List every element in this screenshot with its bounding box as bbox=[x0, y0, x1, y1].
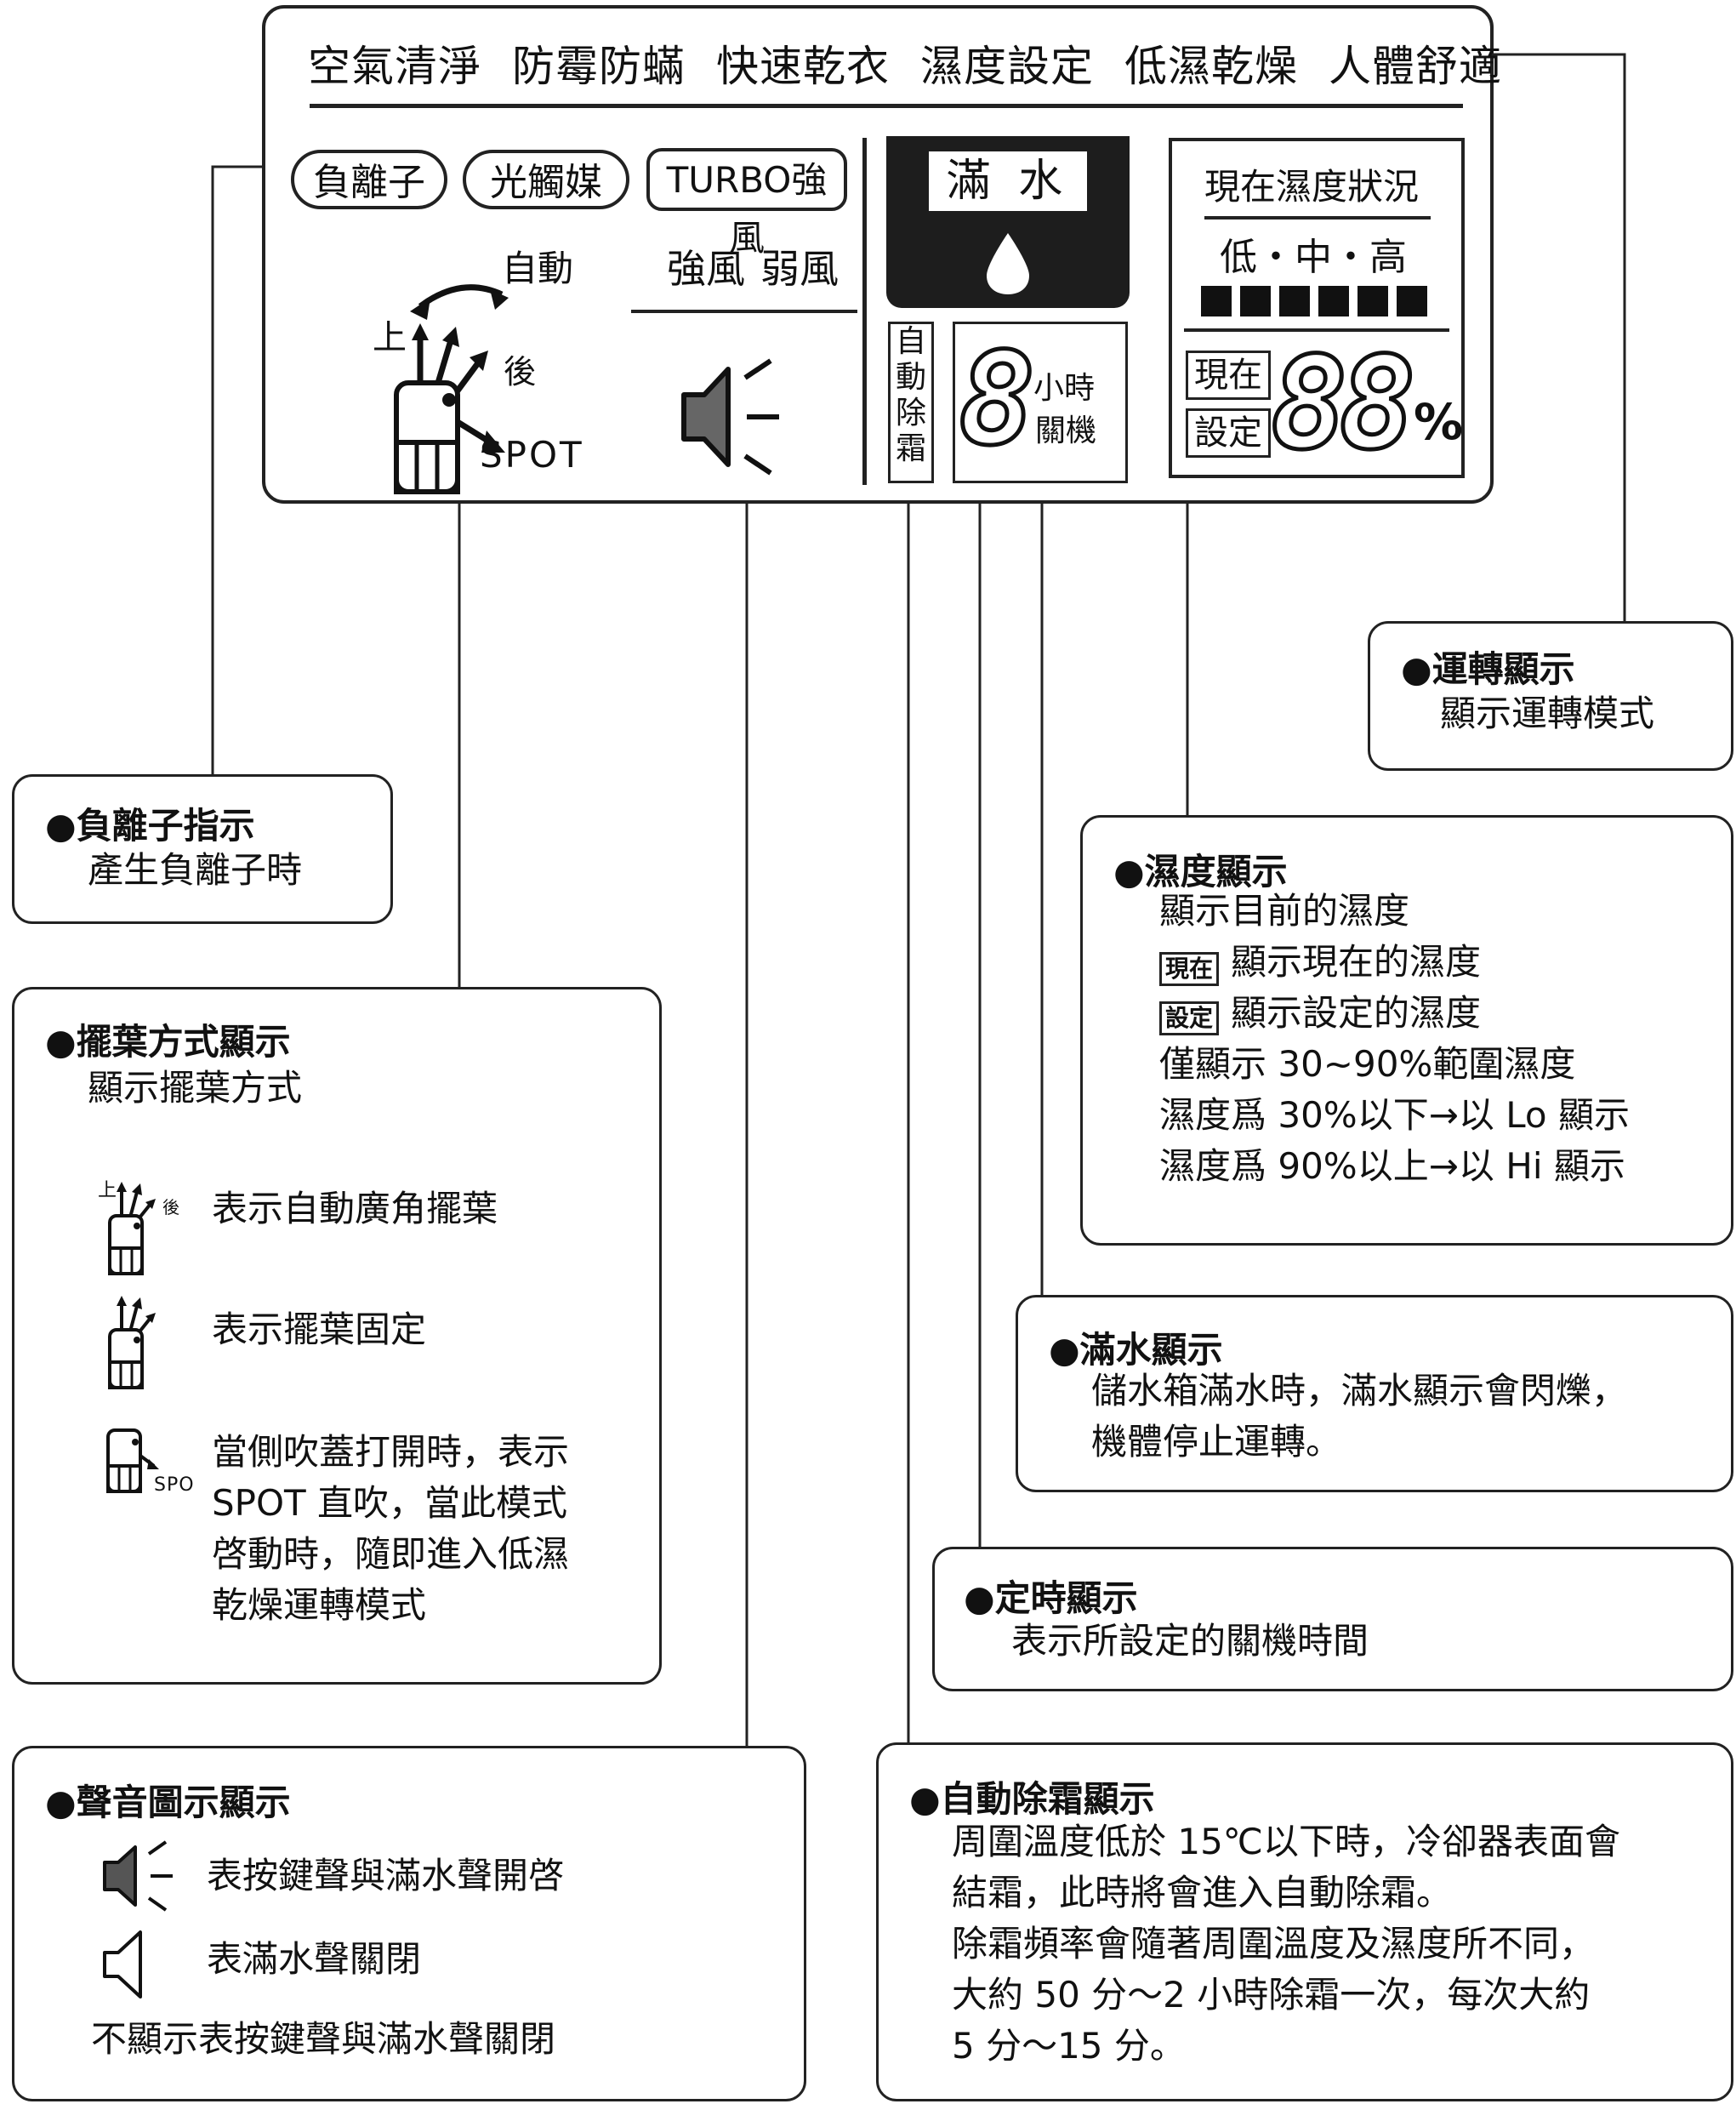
sound-none-desc: 不顯示表按鍵聲與滿水聲關閉 bbox=[91, 2018, 556, 2060]
water-drop-icon bbox=[987, 233, 1029, 294]
sound-off-desc: 表滿水聲關閉 bbox=[207, 1938, 422, 1980]
spot-mini-icon bbox=[106, 1428, 159, 1493]
humidity-line-4: 僅顯示 30~90%範圍濕度 bbox=[1159, 1043, 1576, 1085]
sound-on-icon bbox=[103, 1840, 173, 1912]
callout-ion-text: 產生負離子時 bbox=[88, 849, 303, 891]
full-water-display: 滿 水 bbox=[886, 136, 1130, 308]
sound-on-desc: 表按鍵聲與滿水聲開啓 bbox=[207, 1855, 565, 1896]
louver-auto-desc: 表示自動廣角擺葉 bbox=[212, 1188, 498, 1229]
louver-icon bbox=[394, 284, 509, 494]
callout-timer-text: 表示所設定的關機時間 bbox=[1011, 1620, 1369, 1662]
panel-divider bbox=[310, 104, 1463, 108]
timer-digit: 8 bbox=[956, 326, 1037, 475]
callout-louver-text: 顯示擺葉方式 bbox=[88, 1067, 303, 1109]
auto-swing-label: 自動 bbox=[502, 248, 574, 289]
callout-timer: ●定時顯示 表示所設定的關機時間 bbox=[932, 1547, 1733, 1691]
louver-spot-desc-2: SPOT 直吹，當此模式 bbox=[212, 1482, 568, 1524]
humidity-bar-rule bbox=[1184, 328, 1449, 332]
humidity-bar-3 bbox=[1279, 286, 1310, 316]
humidity-set-tag: 設定 bbox=[1186, 408, 1271, 458]
defrost-line-4: 大約 50 分～2 小時除霜一次，每次大約 bbox=[952, 1974, 1591, 2016]
humidity-percent: % bbox=[1414, 393, 1464, 451]
humidity-now-mini-tag: 現在 bbox=[1159, 952, 1219, 986]
mode-row: 空氣清淨防霉防蟎快速乾衣濕度設定低濕乾燥人體舒適 bbox=[308, 32, 1502, 94]
full-water-line-1: 儲水箱滿水時，滿水顯示會閃爍， bbox=[1091, 1370, 1628, 1411]
mode-humidity-set: 濕度設定 bbox=[920, 42, 1094, 91]
callout-sound: ●聲音圖示顯示 表按鍵聲與滿水聲開啓 表滿水聲關閉 不顯示表按鍵聲與滿水聲關閉 bbox=[12, 1746, 806, 2101]
louver-fixed-desc: 表示擺葉固定 bbox=[212, 1309, 427, 1350]
humidity-digits: 88 bbox=[1269, 330, 1419, 479]
louver-spot-desc-3: 啓動時，隨即進入低濕 bbox=[212, 1533, 570, 1575]
callout-full-water: ●滿水顯示 儲水箱滿水時，滿水顯示會閃爍， 機體停止運轉。 bbox=[1016, 1295, 1733, 1492]
fixed-louver-mini-icon bbox=[108, 1296, 156, 1389]
turbo-indicator: TURBO強風 bbox=[646, 148, 847, 259]
humidity-line-3: 顯示設定的濕度 bbox=[1231, 992, 1482, 1034]
sound-off-icon bbox=[103, 1930, 142, 1999]
callout-timer-title: ●定時顯示 bbox=[964, 1577, 1138, 1619]
callout-ion-title: ●負離子指示 bbox=[45, 805, 255, 847]
defrost-line-3: 除霜頻率會隨著周圍溫度及濕度所不同， bbox=[952, 1923, 1596, 1964]
speaker-icon bbox=[681, 358, 779, 476]
mini-back-label: 後 bbox=[162, 1197, 179, 1217]
photocatalyst-indicator: 光觸媒 bbox=[463, 150, 629, 209]
callout-defrost-title: ●自動除霜顯示 bbox=[909, 1778, 1155, 1820]
mode-fast-dry: 快速乾衣 bbox=[716, 42, 890, 91]
callout-ion: ●負離子指示 產生負離子時 bbox=[12, 774, 393, 924]
humidity-title-rule bbox=[1204, 216, 1431, 220]
humidity-bar-6 bbox=[1397, 286, 1427, 316]
timer-unit-off: 關機 bbox=[1035, 413, 1097, 448]
auto-swing-mini-icon bbox=[108, 1182, 156, 1275]
humidity-display: 現在濕度狀況 低・中・高 現在 設定 88 % bbox=[1169, 138, 1465, 479]
defrost-line-5: 5 分～15 分。 bbox=[952, 2025, 1186, 2067]
callout-operation: ●運轉顯示 顯示運轉模式 bbox=[1368, 621, 1733, 771]
panel-vertical-divider bbox=[862, 138, 867, 485]
callout-operation-text: 顯示運轉模式 bbox=[1440, 693, 1655, 734]
callout-humidity-title: ●濕度顯示 bbox=[1113, 851, 1288, 892]
humidity-bar-2 bbox=[1240, 286, 1271, 316]
mode-comfort: 人體舒適 bbox=[1329, 42, 1502, 91]
callout-louver-title: ●擺葉方式顯示 bbox=[45, 1021, 291, 1063]
humidity-line-6: 濕度爲 90%以上→以 Hi 顯示 bbox=[1159, 1145, 1625, 1187]
connector-operation bbox=[1471, 53, 1626, 621]
callout-sound-title: ●聲音圖示顯示 bbox=[45, 1782, 291, 1823]
timer-unit-hours: 小時 bbox=[1033, 371, 1096, 406]
humidity-bar-1 bbox=[1201, 286, 1232, 316]
humidity-bar-4 bbox=[1318, 286, 1349, 316]
back-label: 後 bbox=[504, 353, 537, 391]
timer-display: 8 小時 關機 bbox=[953, 322, 1128, 483]
louver-spot-desc-1: 當側吹蓋打開時，表示 bbox=[212, 1431, 570, 1473]
full-water-label: 滿 水 bbox=[929, 151, 1087, 211]
humidity-now-tag: 現在 bbox=[1186, 351, 1271, 400]
auto-defrost-indicator: 自動除霜 bbox=[888, 322, 934, 483]
up-label: 上 bbox=[373, 318, 407, 357]
fan-strong-label: 強風 bbox=[667, 246, 745, 292]
callout-full-water-title: ●滿水顯示 bbox=[1049, 1329, 1223, 1371]
humidity-line-1: 顯示目前的濕度 bbox=[1159, 890, 1410, 932]
mode-air-purify: 空氣清淨 bbox=[308, 42, 481, 91]
louver-spot-desc-4: 乾燥運轉模式 bbox=[212, 1584, 427, 1626]
humidity-status-title: 現在濕度狀況 bbox=[1204, 166, 1420, 208]
humidity-set-mini-tag: 設定 bbox=[1159, 1001, 1219, 1035]
callout-humidity: ●濕度顯示 顯示目前的濕度 現在 顯示現在的濕度 設定 顯示設定的濕度 僅顯示 … bbox=[1080, 815, 1733, 1246]
mode-low-humidity: 低濕乾燥 bbox=[1124, 42, 1298, 91]
mini-up-label: 上 bbox=[98, 1180, 117, 1201]
defrost-line-2: 結霜，此時將會進入自動除霜。 bbox=[952, 1872, 1453, 1913]
fan-weak-label: 弱風 bbox=[760, 246, 839, 292]
fan-divider bbox=[631, 310, 857, 313]
defrost-line-1: 周圍溫度低於 15℃以下時，冷卻器表面會 bbox=[952, 1821, 1620, 1862]
humidity-line-5: 濕度爲 30%以下→以 Lo 顯示 bbox=[1159, 1094, 1630, 1136]
humidity-levels: 低・中・高 bbox=[1220, 236, 1407, 279]
mode-anti-mold: 防霉防蟎 bbox=[512, 42, 686, 91]
lcd-panel: 空氣清淨防霉防蟎快速乾衣濕度設定低濕乾燥人體舒適 負離子 光觸媒 TURBO強風… bbox=[262, 5, 1501, 504]
full-water-line-2: 機體停止運轉。 bbox=[1091, 1421, 1342, 1463]
callout-louver: ●擺葉方式顯示 顯示擺葉方式 上 後 表示自動廣角擺葉 表示擺葉固定 bbox=[12, 987, 662, 1685]
humidity-bar-5 bbox=[1357, 286, 1388, 316]
callout-defrost: ●自動除霜顯示 周圍溫度低於 15℃以下時，冷卻器表面會 結霜，此時將會進入自動… bbox=[876, 1742, 1733, 2101]
humidity-line-2: 顯示現在的濕度 bbox=[1231, 941, 1482, 983]
callout-operation-title: ●運轉顯示 bbox=[1401, 648, 1575, 690]
mini-spot-label: SPO bbox=[154, 1474, 195, 1496]
spot-label: SPOT bbox=[480, 434, 584, 476]
ion-indicator: 負離子 bbox=[291, 150, 447, 209]
